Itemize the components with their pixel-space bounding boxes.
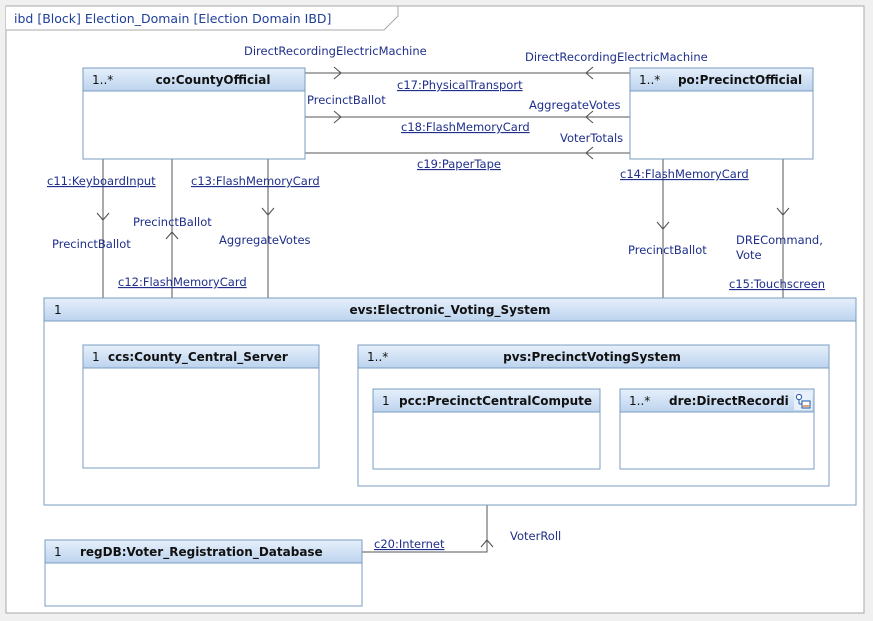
flow-label: AggregateVotes [219, 233, 311, 247]
connector-label-c20[interactable]: c20:Internet [374, 537, 445, 551]
multiplicity: 1 [54, 303, 62, 317]
part-title: regDB:Voter_Registration_Database [80, 545, 323, 560]
flow-label: PrecinctBallot [307, 93, 386, 107]
flow-labels: DirectRecordingElectricMachine DirectRec… [52, 44, 823, 543]
frame-title: ibd [Block] Election_Domain [Election Do… [14, 11, 331, 26]
part-regdb[interactable]: 1 regDB:Voter_Registration_Database [44, 539, 363, 607]
part-county-official[interactable]: 1..* co:CountyOfficial [82, 67, 306, 160]
flow-label: AggregateVotes [529, 98, 621, 112]
connector-label-c12[interactable]: c12:FlashMemoryCard [118, 275, 247, 289]
connector-labels: c17:PhysicalTransport c18:FlashMemoryCar… [47, 78, 825, 551]
part-title: po:PrecinctOfficial [678, 73, 802, 87]
flow-arrow [333, 110, 342, 124]
multiplicity: 1..* [92, 73, 113, 87]
multiplicity: 1 [92, 350, 100, 364]
part-pcc[interactable]: 1 pcc:PrecinctCentralComputе [372, 388, 601, 470]
part-title: pcc:PrecinctCentralComputе [399, 394, 592, 408]
flow-arrow [585, 110, 594, 124]
multiplicity: 1..* [629, 394, 650, 408]
multiplicity: 1..* [367, 350, 388, 364]
connector-label-c17[interactable]: c17:PhysicalTransport [397, 78, 523, 92]
flow-arrow [261, 207, 275, 216]
flow-arrow [480, 539, 494, 548]
flow-label: DRECommand, [736, 233, 823, 247]
part-precinct-official[interactable]: 1..* po:PrecinctOfficial [629, 67, 814, 160]
flow-arrow [165, 231, 179, 240]
multiplicity: 1..* [639, 73, 660, 87]
connector-label-c19[interactable]: c19:PaperTape [417, 157, 501, 171]
flow-label: DirectRecordingElectricMachine [525, 50, 708, 64]
part-dre[interactable]: 1..* dre:DirectRecordi [619, 388, 815, 470]
multiplicity: 1 [54, 545, 62, 559]
part-title: dre:DirectRecordi [669, 394, 789, 408]
flow-arrow [333, 66, 342, 80]
flow-label: DirectRecordingElectricMachine [244, 44, 427, 58]
flow-label: Vote [736, 248, 762, 262]
part-title: pvs:PrecinctVotingSystem [503, 350, 681, 364]
connector-label-c13[interactable]: c13:FlashMemoryCard [191, 174, 320, 188]
flow-arrow [96, 212, 110, 221]
connector-label-c15[interactable]: c15:Touchscreen [729, 277, 825, 291]
multiplicity: 1 [382, 394, 390, 408]
flow-arrow [585, 66, 594, 80]
flow-label: PrecinctBallot [628, 243, 707, 257]
flow-arrow [585, 146, 594, 160]
flow-arrow [656, 221, 670, 230]
part-title: evs:Electronic_Voting_System [350, 303, 551, 318]
connector-label-c11[interactable]: c11:KeyboardInput [47, 174, 156, 188]
flow-arrow [776, 207, 790, 216]
connector-label-c14[interactable]: c14:FlashMemoryCard [620, 167, 749, 181]
composite-structure-icon[interactable] [794, 392, 812, 410]
part-title: co:CountyOfficial [156, 73, 271, 87]
flow-label: VoterTotals [560, 131, 623, 145]
part-title: ccs:County_Central_Server [108, 350, 288, 365]
flow-label: PrecinctBallot [52, 237, 131, 251]
connector-label-c18[interactable]: c18:FlashMemoryCard [401, 120, 530, 134]
flow-arrows [96, 66, 790, 548]
flow-label: PrecinctBallot [133, 215, 212, 229]
part-ccs[interactable]: 1 ccs:County_Central_Server [82, 344, 320, 469]
flow-label: VoterRoll [510, 529, 561, 543]
